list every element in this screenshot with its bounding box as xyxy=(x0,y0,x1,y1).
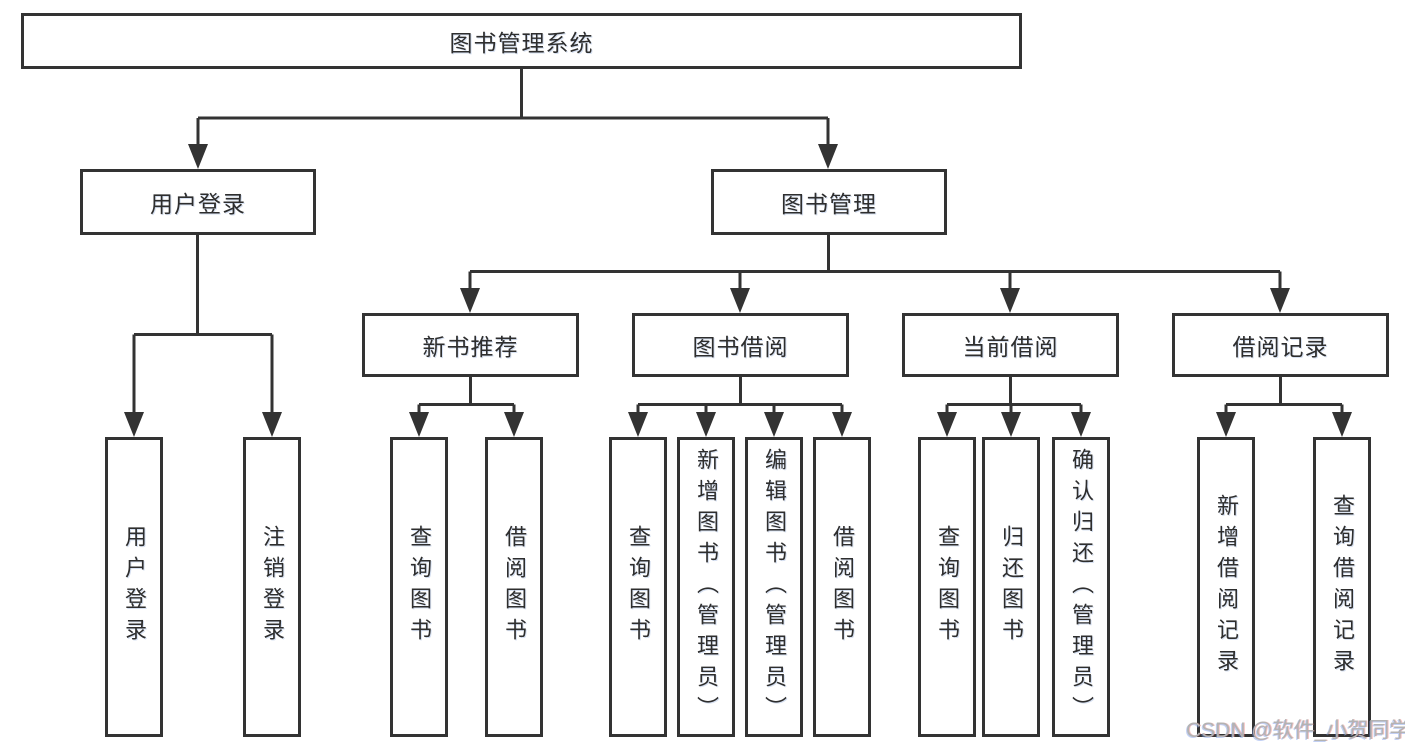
leaf-query-book-current: 查询图书 xyxy=(918,437,976,737)
leaf-label: 用户登录 xyxy=(122,525,147,649)
leaf-label: 注销登录 xyxy=(260,525,285,649)
leaf-borrow-book-borrowing: 借阅图书 xyxy=(813,437,871,737)
leaf-query-book-borrowing: 查询图书 xyxy=(609,437,667,737)
leaf-label: 查询图书 xyxy=(407,525,432,649)
leaf-query-borrow-record: 查询借阅记录 xyxy=(1313,437,1371,737)
leaf-label: 查询借阅记录 xyxy=(1330,494,1355,680)
leaf-label: 确认归还（管理员） xyxy=(1069,447,1094,727)
leaf-label: 借阅图书 xyxy=(830,525,855,649)
leaf-return-book: 归还图书 xyxy=(982,437,1040,737)
leaf-label: 编辑图书（管理员） xyxy=(762,447,787,727)
leaf-borrow-book-recommend: 借阅图书 xyxy=(485,437,543,737)
leaf-label: 新增借阅记录 xyxy=(1214,494,1239,680)
node-book-management: 图书管理 xyxy=(711,169,947,235)
watermark-csdn: CSDN @软件_小贺同学 xyxy=(1186,719,1405,742)
leaf-label: 查询图书 xyxy=(935,525,960,649)
leaf-edit-book-admin: 编辑图书（管理员） xyxy=(745,437,803,737)
node-current-borrowing: 当前借阅 xyxy=(902,313,1119,377)
leaf-add-borrow-record: 新增借阅记录 xyxy=(1197,437,1255,737)
leaf-user-login: 用户登录 xyxy=(105,437,163,737)
leaf-add-book-admin: 新增图书（管理员） xyxy=(677,437,735,737)
arrowheads xyxy=(124,144,1352,437)
leaf-label: 归还图书 xyxy=(999,525,1024,649)
node-book-borrowing: 图书借阅 xyxy=(632,313,849,377)
node-new-book-recommend: 新书推荐 xyxy=(362,313,579,377)
leaf-label: 查询图书 xyxy=(626,525,651,649)
node-borrowing-records: 借阅记录 xyxy=(1172,313,1389,377)
leaf-label: 新增图书（管理员） xyxy=(694,447,719,727)
leaf-confirm-return-admin: 确认归还（管理员） xyxy=(1052,437,1110,737)
leaf-label: 借阅图书 xyxy=(502,525,527,649)
node-system-root: 图书管理系统 xyxy=(21,13,1022,69)
node-user-login: 用户登录 xyxy=(80,169,316,235)
leaf-logout: 注销登录 xyxy=(243,437,301,737)
leaf-query-book-recommend: 查询图书 xyxy=(390,437,448,737)
